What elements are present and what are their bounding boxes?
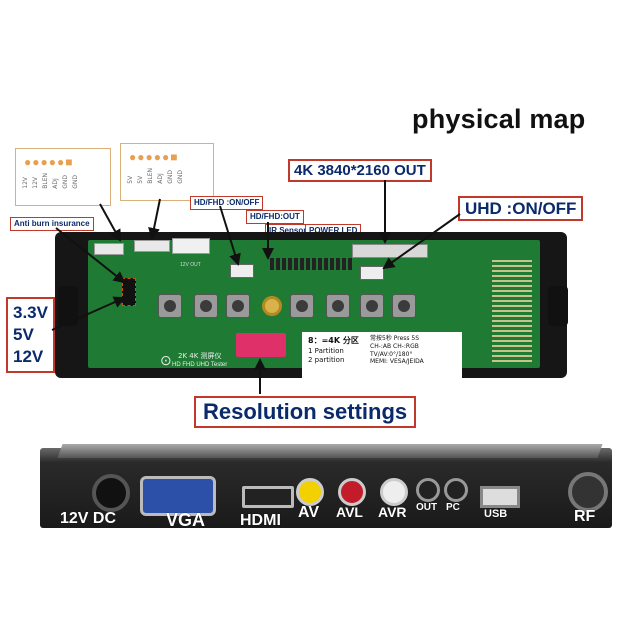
voltage-3v3: 3.3V: [13, 303, 48, 322]
connector-12v-out: [172, 238, 210, 254]
arrow-hd-fhd-switch: [219, 205, 241, 266]
arrow-voltages: [51, 296, 126, 331]
port-label-out: OUT: [416, 502, 438, 513]
hd-fhd-switch[interactable]: [230, 264, 254, 278]
info-line: CH-:AB CH-:RGB: [370, 342, 419, 350]
info-line: TV/AV:0°/180°: [370, 350, 413, 358]
info-line: 8：=4K 分区: [308, 336, 359, 345]
port-label-usb: USB: [484, 508, 508, 520]
pin-dots: ●●●●●■: [129, 150, 179, 164]
usb-port[interactable]: [480, 486, 520, 508]
button-1[interactable]: [158, 294, 182, 318]
avr-jack[interactable]: [380, 478, 408, 506]
connector-12v: [94, 243, 124, 255]
port-label-av: AV: [298, 504, 320, 521]
pin-header-row: [270, 258, 352, 270]
av-jack[interactable]: [296, 478, 324, 506]
mounting-tab-left: [58, 286, 78, 326]
info-right: 常按5秒 Press 5S CH-:AB CH-:RGB TV/AV:0°/18…: [370, 335, 454, 366]
callout-uhd-onoff: UHD :ON/OFF: [458, 196, 584, 221]
callout-hd-fhd-out: HD/FHD:OUT: [246, 210, 304, 224]
port-label-pc: PC: [446, 502, 460, 513]
info-line: 2 partition: [308, 356, 345, 365]
board-logo-icon: ⊙: [160, 352, 172, 368]
avl-jack[interactable]: [338, 478, 366, 506]
info-line: MEMI: VESA/JEIDA: [370, 358, 424, 366]
callout-resolution-settings: Resolution settings: [194, 396, 417, 428]
mount-hole: [262, 296, 282, 316]
arrow-anti-burn: [55, 227, 126, 284]
voltage-12v: 12V: [13, 347, 44, 367]
arrow-5v-connector: [148, 198, 161, 240]
button-5[interactable]: [326, 294, 350, 318]
callout-hd-fhd-onoff: HD/FHD :ON/OFF: [190, 196, 264, 210]
board-silkscreen-2: HD FHD UHD Tester: [172, 362, 228, 368]
info-left: 8：=4K 分区 1 Partition 2 partition: [308, 336, 376, 366]
button-7[interactable]: [392, 294, 416, 318]
info-label: 8：=4K 分区 1 Partition 2 partition 常按5秒 Pr…: [302, 332, 462, 380]
board-silkscreen: 2K 4K 测屏仪: [178, 352, 222, 360]
port-label-rf: RF: [574, 508, 596, 525]
button-3[interactable]: [226, 294, 250, 318]
vga-port[interactable]: [140, 476, 216, 516]
rear-panel-top: [57, 444, 603, 458]
pin-header-12v: ●●●●●■ 12V 12V BLEN ADJ GND GND: [15, 148, 111, 206]
uhd-switch[interactable]: [360, 266, 384, 280]
callout-voltages: 3.3V 5V 12V: [6, 297, 55, 374]
button-2[interactable]: [194, 294, 218, 318]
voltage-5v: 5V: [13, 325, 34, 345]
test-pad-strip: [492, 260, 532, 362]
dip-switch[interactable]: [236, 333, 286, 357]
button-6[interactable]: [360, 294, 384, 318]
pin-dots: ●●●●●■: [24, 155, 74, 169]
button-4[interactable]: [290, 294, 314, 318]
port-label-vga: VGA: [166, 510, 206, 530]
out-jack[interactable]: [416, 478, 440, 502]
hdmi-port[interactable]: [242, 486, 294, 508]
info-line: 1 Partition: [308, 346, 344, 355]
port-label-dc: 12V DC: [60, 510, 117, 527]
port-label-avl: AVL: [336, 504, 363, 520]
connector-label: 12V OUT: [180, 262, 201, 268]
mounting-tab-right: [548, 286, 568, 326]
arrow-12v-connector: [99, 203, 121, 242]
page-title: physical map: [412, 104, 586, 134]
callout-4k-out: 4K 3840*2160 OUT: [288, 159, 432, 182]
connector-5v: [134, 240, 170, 252]
dc-jack[interactable]: [92, 474, 130, 512]
arrow-uhd-switch: [382, 213, 461, 270]
pin-header-5v: ●●●●●■ 5V 5V BLEN ADJ GND GND: [120, 143, 214, 201]
callout-anti-burn: Anti burn insurance: [10, 217, 94, 231]
pc-jack[interactable]: [444, 478, 468, 502]
port-label-avr: AVR: [378, 504, 407, 520]
port-label-hdmi: HDMI: [240, 512, 281, 529]
rf-connector[interactable]: [568, 472, 608, 512]
info-line: 常按5秒 Press 5S: [370, 335, 420, 342]
